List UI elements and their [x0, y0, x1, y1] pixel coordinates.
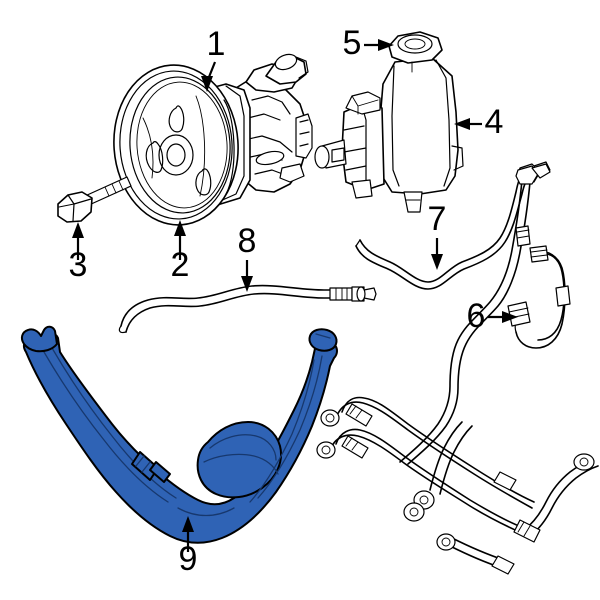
callout-leaders — [72, 39, 518, 552]
part-suction-hose — [118, 284, 377, 334]
callout-label-6[interactable]: 6 — [467, 297, 486, 335]
callout-label-4[interactable]: 4 — [485, 103, 504, 141]
callout-label-2[interactable]: 2 — [171, 246, 190, 284]
part-power-steering-pump-assembly — [113, 53, 313, 226]
part-pressure-hose — [399, 163, 571, 465]
part-mounting-bolt — [57, 176, 132, 223]
part-reservoir-assembly — [314, 31, 464, 213]
part-cooler-lines — [316, 396, 599, 575]
callout-label-9[interactable]: 9 — [179, 540, 198, 578]
callout-labels: 1 2 3 4 5 6 7 8 9 — [69, 24, 504, 578]
callout-label-8[interactable]: 8 — [238, 222, 257, 260]
callout-label-3[interactable]: 3 — [69, 246, 88, 284]
callout-label-7[interactable]: 7 — [428, 200, 447, 238]
part-highlighted-pressure-line — [20, 325, 338, 544]
callout-label-5[interactable]: 5 — [343, 24, 362, 62]
callout-label-1[interactable]: 1 — [207, 25, 226, 63]
